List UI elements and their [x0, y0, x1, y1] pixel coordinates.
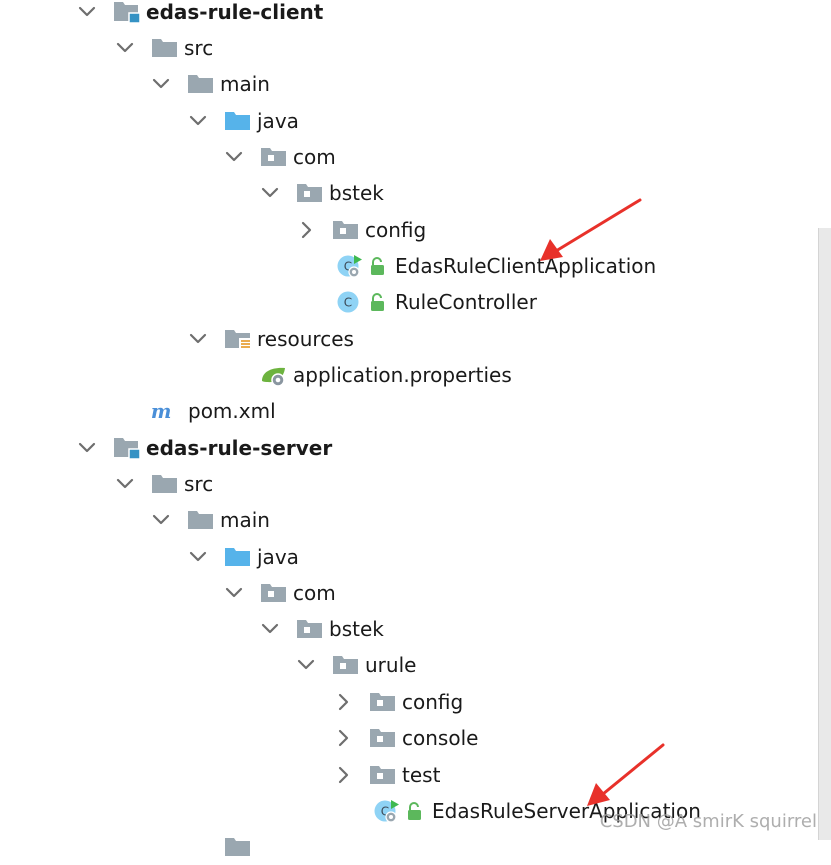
watermark: CSDN @A smirK squirrel	[599, 811, 817, 832]
package-icon	[368, 763, 398, 787]
tree-node-server-console[interactable]: console	[0, 720, 831, 756]
package-icon	[368, 726, 398, 750]
tree-node-label: java	[257, 545, 299, 569]
tree-node-server-com[interactable]: com	[0, 575, 831, 611]
tree-node-label: main	[220, 72, 270, 96]
package-icon	[259, 145, 289, 169]
package-icon	[295, 617, 325, 641]
lock-icon	[369, 256, 387, 276]
tree-node-label: com	[293, 581, 336, 605]
source-root-folder-icon	[223, 109, 253, 133]
maven-icon: m	[150, 399, 184, 423]
tree-node-server-main[interactable]: main	[0, 502, 831, 538]
module-folder-icon	[112, 436, 142, 460]
chevron-down-icon[interactable]	[187, 110, 209, 132]
tree-node-client-src[interactable]: src	[0, 30, 831, 66]
tree-node-server-src[interactable]: src	[0, 466, 831, 502]
chevron-right-icon[interactable]	[332, 691, 354, 713]
tree-node-client-bstek[interactable]: bstek	[0, 175, 831, 211]
resources-folder-icon	[223, 327, 253, 351]
module-folder-icon	[112, 0, 142, 24]
chevron-right-icon[interactable]	[295, 219, 317, 241]
chevron-down-icon[interactable]	[150, 509, 172, 531]
chevron-down-icon[interactable]	[187, 546, 209, 568]
tree-node-label: console	[402, 726, 479, 750]
tree-node-client-main[interactable]: main	[0, 66, 831, 102]
tree-node-label: urule	[365, 653, 417, 677]
chevron-down-icon[interactable]	[76, 1, 98, 23]
class-icon	[335, 290, 365, 314]
package-icon	[368, 690, 398, 714]
chevron-down-icon[interactable]	[76, 437, 98, 459]
tree-node-label: EdasRuleClientApplication	[395, 254, 657, 278]
spring-boot-class-icon	[372, 799, 402, 823]
folder-icon	[223, 835, 253, 859]
package-icon	[331, 653, 361, 677]
vertical-scrollbar[interactable]	[818, 228, 831, 840]
tree-node-label: EdasRuleServerApplication	[432, 799, 701, 823]
tree-node-client-config[interactable]: config	[0, 212, 831, 248]
chevron-right-icon[interactable]	[332, 764, 354, 786]
tree-node-server-config[interactable]: config	[0, 684, 831, 720]
tree-node-client-properties[interactable]: application.properties	[0, 357, 831, 393]
chevron-down-icon[interactable]	[150, 73, 172, 95]
tree-node-server-java[interactable]: java	[0, 539, 831, 575]
chevron-down-icon[interactable]	[114, 473, 136, 495]
chevron-down-icon[interactable]	[259, 182, 281, 204]
source-root-folder-icon	[223, 545, 253, 569]
tree-node-label: src	[184, 472, 214, 496]
tree-node-label: pom.xml	[188, 399, 276, 423]
tree-node-label: bstek	[329, 617, 384, 641]
tree-node-server-app-class[interactable]: EdasRuleServerApplication	[0, 793, 831, 829]
tree-node-server-bstek[interactable]: bstek	[0, 611, 831, 647]
tree-node-label: resources	[257, 327, 354, 351]
tree-node-label: config	[402, 690, 464, 714]
tree-node-label: test	[402, 763, 441, 787]
tree-node-label: RuleController	[395, 290, 537, 314]
spring-boot-class-icon	[335, 254, 365, 278]
folder-icon	[150, 36, 180, 60]
annotation-arrow-client	[540, 198, 642, 261]
tree-node-label: src	[184, 36, 214, 60]
folder-icon	[186, 508, 216, 532]
tree-node-label: edas-rule-server	[146, 436, 333, 460]
spring-properties-icon	[259, 363, 289, 387]
package-icon	[259, 581, 289, 605]
tree-node-client-com[interactable]: com	[0, 139, 831, 175]
chevron-down-icon[interactable]	[114, 37, 136, 59]
lock-icon	[406, 801, 424, 821]
tree-node-client-java[interactable]: java	[0, 103, 831, 139]
tree-node-label: com	[293, 145, 336, 169]
tree-node-client-app-class[interactable]: EdasRuleClientApplication	[0, 248, 831, 284]
tree-node-label: edas-rule-client	[146, 0, 324, 24]
tree-node-client-controller-class[interactable]: RuleController	[0, 284, 831, 320]
lock-icon	[369, 292, 387, 312]
chevron-down-icon[interactable]	[295, 654, 317, 676]
project-tree: edas-rule-client src main java com bstek…	[0, 0, 831, 840]
package-icon	[331, 218, 361, 242]
tree-node-server-module[interactable]: edas-rule-server	[0, 430, 831, 466]
tree-node-client-resources[interactable]: resources	[0, 321, 831, 357]
tree-node-server-test[interactable]: test	[0, 757, 831, 793]
folder-icon	[186, 72, 216, 96]
tree-node-client-pom[interactable]: m pom.xml	[0, 393, 831, 429]
tree-node-label: main	[220, 508, 270, 532]
tree-node-label: bstek	[329, 181, 384, 205]
folder-icon	[150, 472, 180, 496]
annotation-arrow-server	[587, 743, 665, 806]
chevron-down-icon[interactable]	[187, 328, 209, 350]
tree-node-label: java	[257, 109, 299, 133]
chevron-down-icon[interactable]	[259, 618, 281, 640]
tree-node-client-module[interactable]: edas-rule-client	[0, 0, 831, 30]
chevron-down-icon[interactable]	[223, 146, 245, 168]
tree-node-label: config	[365, 218, 427, 242]
tree-node-partial	[0, 829, 831, 865]
tree-node-server-urule[interactable]: urule	[0, 647, 831, 683]
package-icon	[295, 181, 325, 205]
chevron-right-icon[interactable]	[332, 727, 354, 749]
tree-node-label: application.properties	[293, 363, 512, 387]
chevron-down-icon[interactable]	[223, 582, 245, 604]
svg-text:m: m	[151, 400, 172, 423]
